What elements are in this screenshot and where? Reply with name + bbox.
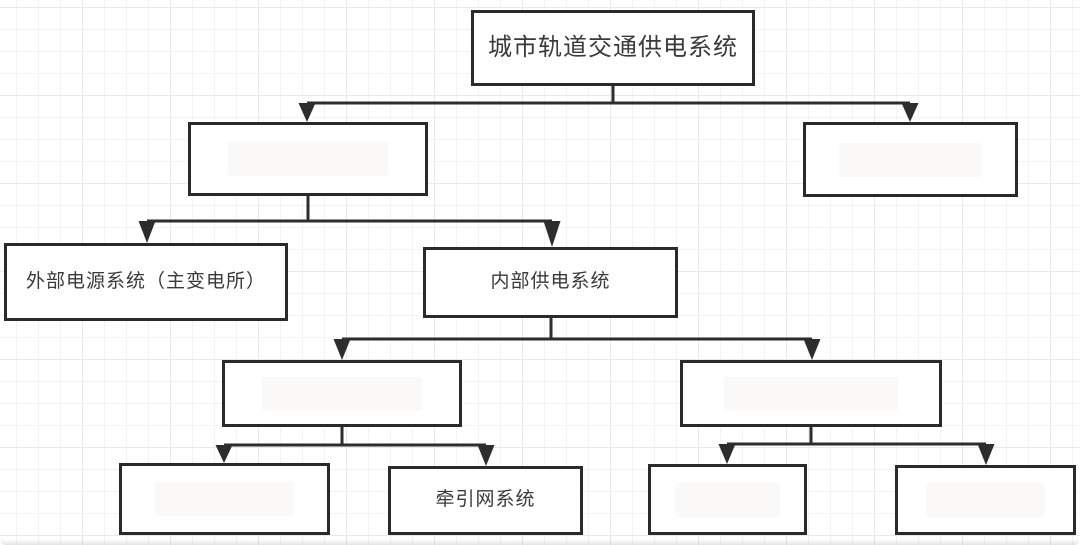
connector-internal-to-level4 [342, 316, 812, 341]
erased-label-area [723, 376, 899, 411]
arrowhead-to-b4 [977, 444, 995, 465]
erased-label-area [154, 482, 295, 516]
arrowhead-to-l2-right [901, 103, 919, 122]
connector-l2left-to-level3 [147, 194, 552, 223]
connector-root-to-level2 [307, 84, 910, 105]
node-label: 城市轨道交通供电系统 [488, 34, 738, 62]
node-internal-power-system: 内部供电系统 [423, 247, 678, 318]
node-bottom-3-blank [648, 464, 807, 535]
node-label: 牵引网系统 [435, 489, 536, 511]
arrowhead-to-l4-right [803, 339, 821, 360]
erased-label-area [262, 376, 422, 411]
node-root-power-supply-system: 城市轨道交通供电系统 [471, 10, 755, 86]
arrowhead-to-internal [543, 221, 561, 247]
arrowhead-to-b2 [477, 445, 495, 466]
node-external-power-system: 外部电源系统（主变电所） [4, 243, 288, 321]
erased-label-area [228, 142, 388, 176]
arrowhead-to-l4-left [333, 339, 351, 360]
arrowhead-to-l2-left [298, 103, 316, 122]
node-bottom-1-blank [119, 463, 330, 535]
arrowhead-to-external [138, 221, 156, 243]
arrowhead-to-b3 [718, 444, 736, 464]
node-level2-right-blank [803, 122, 1018, 197]
connector-l4left-to-bottom [224, 425, 486, 447]
node-bottom-4-blank [895, 465, 1076, 535]
node-label: 内部供电系统 [490, 271, 611, 293]
erased-label-area [839, 142, 982, 177]
node-level2-left-blank [188, 122, 428, 196]
node-label: 外部电源系统（主变电所） [25, 270, 266, 292]
node-level4-left-blank [222, 360, 462, 427]
erased-label-area [926, 483, 1045, 517]
arrowhead-to-b1 [215, 445, 233, 463]
erased-label-area [675, 482, 780, 517]
connector-l4right-to-bottom [727, 425, 986, 446]
node-traction-network-system: 牵引网系统 [388, 466, 583, 535]
node-level4-right-blank [680, 360, 942, 427]
